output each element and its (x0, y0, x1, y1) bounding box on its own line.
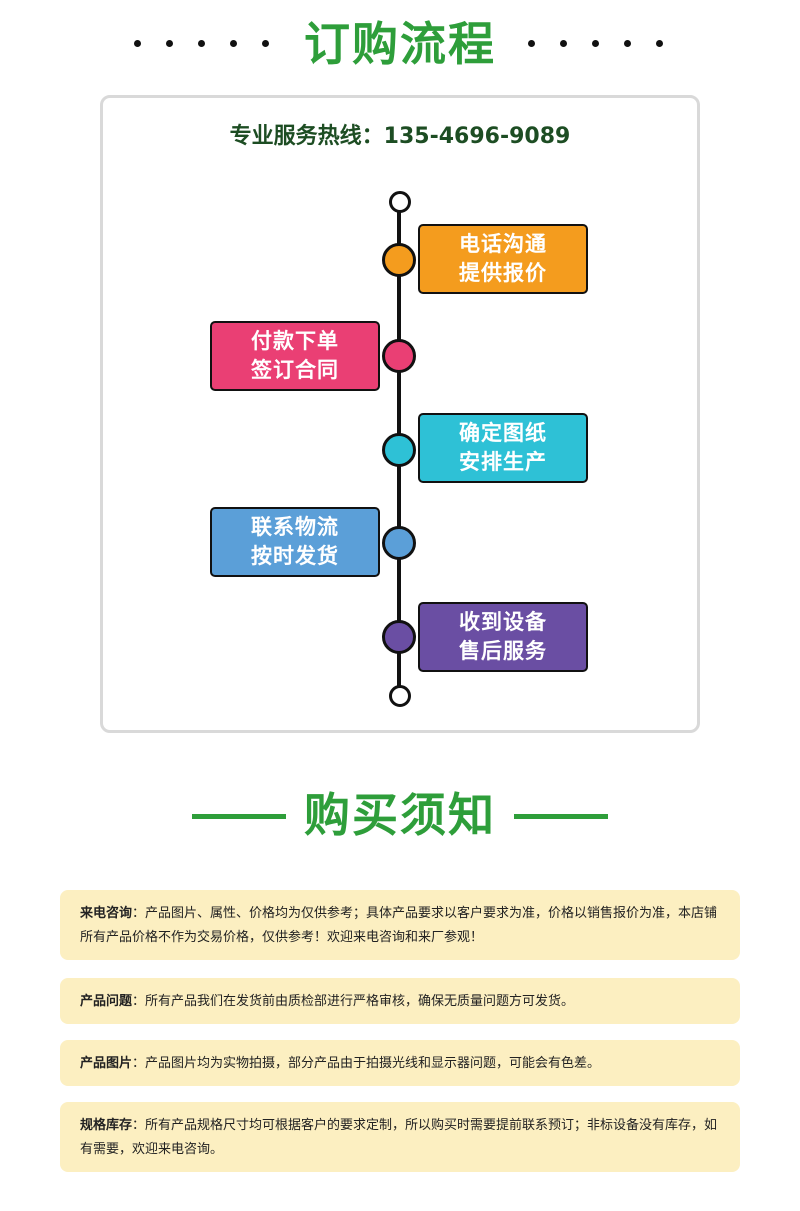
step-box-4: 联系物流 按时发货 (210, 507, 380, 577)
step-node-3 (382, 433, 416, 467)
step-line2: 售后服务 (459, 639, 547, 663)
notice-quality: 产品问题：所有产品我们在发货前由质检部进行严格审核，确保无质量问题方可发货。 (60, 978, 740, 1024)
step-node-5 (382, 620, 416, 654)
step-line1: 确定图纸 (459, 421, 547, 445)
step-line1: 联系物流 (251, 515, 339, 539)
title-dots-right (528, 26, 688, 60)
step-line1: 付款下单 (251, 329, 339, 353)
step-box-2: 付款下单 签订合同 (210, 321, 380, 391)
timeline-start-cap (389, 191, 411, 213)
step-node-1 (382, 243, 416, 277)
step-line2: 按时发货 (251, 544, 339, 568)
notice-label: 产品问题 (80, 994, 133, 1009)
notice-label: 规格库存 (80, 1118, 133, 1133)
notice-stock: 规格库存：所有产品规格尺寸均可根据客户的要求定制，所以购买时需要提前联系预订；非… (60, 1102, 740, 1172)
title-dots-left (134, 26, 294, 60)
notice-text: ：所有产品规格尺寸均可根据客户的要求定制，所以购买时需要提前联系预订；非标设备没… (80, 1118, 718, 1157)
service-hotline: 专业服务热线：135-4696-9089 (229, 124, 571, 149)
step-line2: 安排生产 (459, 450, 547, 474)
title-bar-right (514, 814, 608, 819)
step-line1: 收到设备 (459, 610, 547, 634)
step-line2: 提供报价 (459, 261, 547, 285)
timeline-end-cap (389, 685, 411, 707)
notice-label: 产品图片 (80, 1056, 133, 1071)
step-box-5: 收到设备 售后服务 (418, 602, 588, 672)
step-line2: 签订合同 (251, 358, 339, 382)
notice-text: ：产品图片均为实物拍摄，部分产品由于拍摄光线和显示器问题，可能会有色差。 (132, 1056, 601, 1071)
notice-images: 产品图片：产品图片均为实物拍摄，部分产品由于拍摄光线和显示器问题，可能会有色差。 (60, 1040, 740, 1086)
step-box-1: 电话沟通 提供报价 (418, 224, 588, 294)
step-line1: 电话沟通 (459, 232, 547, 256)
step-node-4 (382, 526, 416, 560)
step-box-3: 确定图纸 安排生产 (418, 413, 588, 483)
notice-consult: 来电咨询：产品图片、属性、价格均为仅供参考；具体产品要求以客户要求为准，价格以销… (60, 890, 740, 960)
title-bar-left (192, 814, 286, 819)
order-process-title: 订购流程 (304, 17, 496, 71)
purchase-notice-title: 购买须知 (304, 788, 496, 842)
step-node-2 (382, 339, 416, 373)
notice-text: ：所有产品我们在发货前由质检部进行严格审核，确保无质量问题方可发货。 (132, 994, 575, 1009)
notice-text: ：产品图片、属性、价格均为仅供参考；具体产品要求以客户要求为准，价格以销售报价为… (80, 906, 718, 945)
notice-label: 来电咨询 (80, 906, 133, 921)
